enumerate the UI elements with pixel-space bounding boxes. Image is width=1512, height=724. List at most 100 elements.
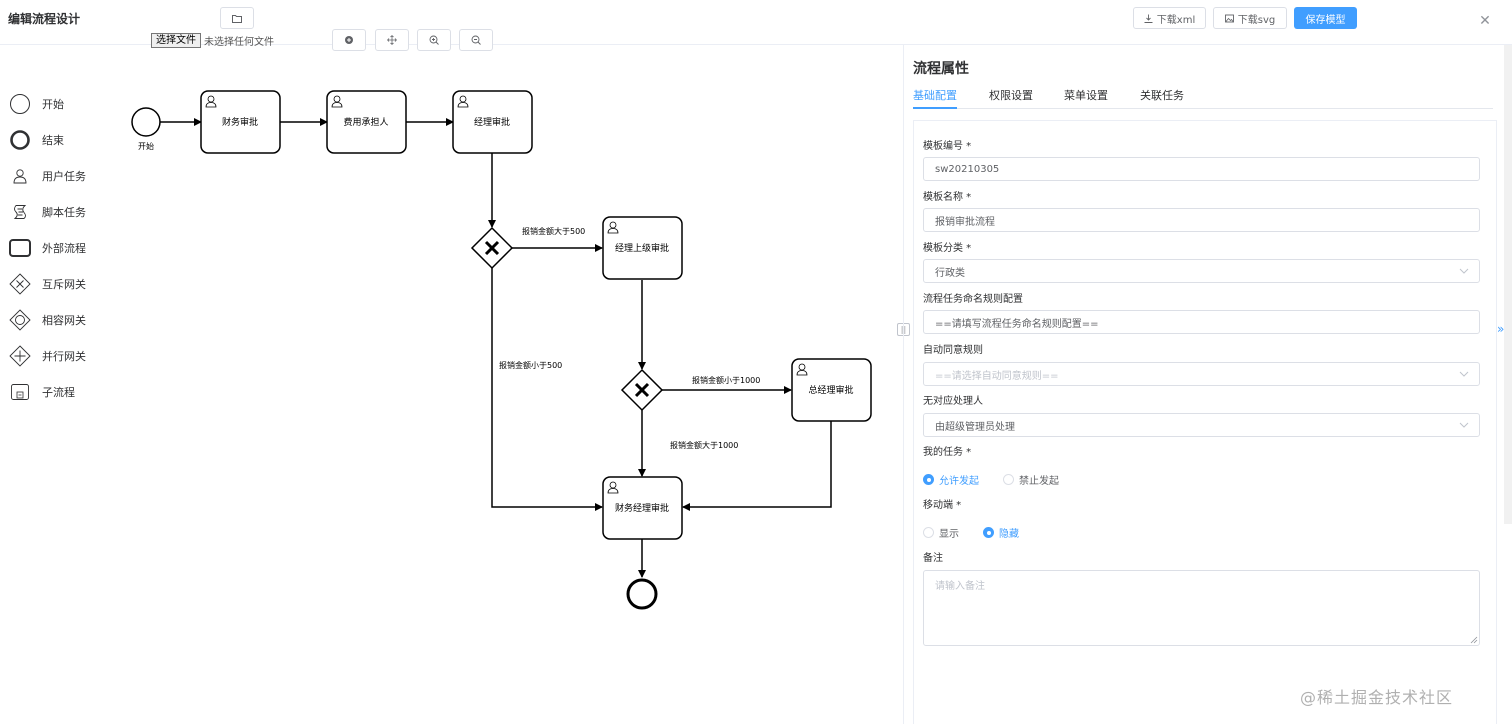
task-gm-approval[interactable]: 总经理审批: [791, 358, 872, 422]
download-xml-button[interactable]: 下载xml: [1133, 7, 1206, 29]
folder-icon: [232, 14, 242, 23]
file-chooser[interactable]: 选择文件 未选择任何文件: [151, 32, 274, 48]
tab-menu[interactable]: 菜单设置: [1064, 89, 1108, 102]
remark-textarea[interactable]: 请输入备注: [923, 570, 1480, 646]
radio-forbid-start[interactable]: 禁止发起: [1003, 472, 1059, 487]
textarea-placeholder: 请输入备注: [935, 581, 985, 592]
top-toolbar: 编辑流程设计 选择文件 未选择任何文件 下载xml 下载svg 保存模型: [0, 0, 1512, 51]
my-task-label: 我的任务 *: [923, 447, 972, 458]
tab-permission[interactable]: 权限设置: [989, 89, 1033, 102]
input-value: 报销审批流程: [935, 216, 995, 228]
resize-grip-icon[interactable]: [1470, 636, 1478, 644]
template-code-label: 模板编号 *: [923, 141, 972, 152]
task-finance-approval[interactable]: 财务审批: [200, 90, 281, 154]
palette-label: 相容网关: [42, 314, 86, 327]
my-task-radio-group: 允许发起 禁止发起: [923, 472, 1083, 487]
template-code-input[interactable]: sw20210305: [923, 157, 1480, 181]
task-label: 总经理审批: [808, 384, 853, 396]
template-name-label: 模板名称 *: [923, 192, 972, 203]
close-icon[interactable]: ✕: [1479, 13, 1491, 29]
flow-gateway1-finance-manager[interactable]: [491, 268, 603, 511]
template-name-input[interactable]: 报销审批流程: [923, 208, 1480, 232]
naming-rule-input[interactable]: ==请填写流程任务命名规则配置==: [923, 310, 1480, 334]
palette-item-start[interactable]: 开始: [8, 92, 64, 116]
palette-label: 结束: [42, 134, 64, 147]
panel-tabs: 基础配置 权限设置 菜单设置 关联任务: [913, 85, 1493, 109]
zoom-in-icon: [429, 35, 439, 45]
tab-linked-task[interactable]: 关联任务: [1140, 89, 1184, 102]
exclusive-gateway-1[interactable]: [470, 226, 514, 270]
palette-item-exclusive-gateway[interactable]: 互斥网关: [8, 272, 86, 296]
task-label: 经理上级审批: [615, 242, 669, 254]
radio-label: 隐藏: [999, 529, 1019, 540]
palette-item-end[interactable]: 结束: [8, 128, 64, 152]
radio-dot: [983, 527, 994, 538]
radio-dot: [1003, 474, 1014, 485]
inclusive-gateway-icon: [8, 308, 32, 332]
radio-allow-start[interactable]: 允许发起: [923, 472, 979, 487]
expand-chevron-icon[interactable]: »: [1497, 322, 1505, 336]
palette-label: 子流程: [42, 386, 75, 399]
radio-dot: [923, 474, 934, 485]
user-icon: [205, 95, 217, 108]
end-event[interactable]: [626, 578, 658, 610]
template-category-select[interactable]: 行政类: [923, 259, 1480, 283]
naming-rule-label: 流程任务命名规则配置: [923, 294, 1023, 305]
move-icon: [387, 35, 397, 45]
bpmn-diagram[interactable]: 开始 财务审批 费用承担人: [0, 45, 903, 724]
start-event-label: 开始: [138, 141, 154, 151]
remark-label: 备注: [923, 553, 943, 564]
palette-item-inclusive-gateway[interactable]: 相容网关: [8, 308, 86, 332]
tab-basic-config[interactable]: 基础配置: [913, 89, 957, 102]
radio-show[interactable]: 显示: [923, 525, 959, 540]
download-svg-button[interactable]: 下载svg: [1213, 7, 1287, 29]
palette-item-subprocess[interactable]: 子流程: [8, 380, 75, 404]
fit-view-button[interactable]: [375, 29, 409, 51]
template-category-label: 模板分类 *: [923, 243, 972, 254]
reset-circle-icon: [345, 36, 353, 44]
radio-hide[interactable]: 隐藏: [983, 525, 1019, 540]
start-event[interactable]: [131, 107, 161, 137]
open-file-button[interactable]: [220, 7, 254, 29]
palette-label: 外部流程: [42, 242, 86, 255]
save-model-button[interactable]: 保存模型: [1294, 7, 1357, 29]
zoom-reset-button[interactable]: [332, 29, 366, 51]
download-icon: [1144, 14, 1153, 23]
zoom-out-icon: [471, 35, 481, 45]
chevron-down-icon: [1459, 371, 1469, 377]
palette-item-user-task[interactable]: 用户任务: [8, 164, 86, 188]
watermark: @稀土掘金技术社区: [1300, 688, 1454, 707]
exclusive-gateway-2[interactable]: [620, 368, 664, 412]
palette-label: 开始: [42, 98, 64, 111]
task-manager-approval[interactable]: 经理审批: [452, 90, 533, 154]
mobile-radio-group: 显示 隐藏: [923, 525, 1043, 540]
radio-dot: [923, 527, 934, 538]
download-svg-label: 下载svg: [1237, 14, 1276, 26]
palette-item-script-task[interactable]: 脚本任务: [8, 200, 86, 224]
auto-agree-select[interactable]: ==请选择自动同意规则==: [923, 362, 1480, 386]
select-value: 由超级管理员处理: [935, 421, 1015, 433]
image-icon: [1224, 14, 1234, 22]
no-handler-select[interactable]: 由超级管理员处理: [923, 413, 1480, 437]
condition-label-gt1000: 报销金额大于1000: [670, 440, 738, 450]
task-senior-manager-approval[interactable]: 经理上级审批: [602, 216, 683, 280]
diagram-canvas[interactable]: 开始 财务审批 费用承担人: [0, 45, 903, 724]
zoom-in-button[interactable]: [417, 29, 451, 51]
task-finance-manager-approval[interactable]: 财务经理审批: [602, 476, 683, 540]
flow-gm-finance-manager[interactable]: [682, 421, 832, 511]
palette-label: 互斥网关: [42, 278, 86, 291]
palette-item-parallel-gateway[interactable]: 并行网关: [8, 344, 86, 368]
task-expense-handler[interactable]: 费用承担人: [326, 90, 407, 154]
palette-item-external-process[interactable]: 外部流程: [8, 236, 86, 260]
select-placeholder: ==请选择自动同意规则==: [935, 370, 1059, 382]
panel-scrollbar[interactable]: [1504, 45, 1512, 524]
user-icon: [607, 481, 619, 494]
zoom-out-button[interactable]: [459, 29, 493, 51]
user-icon: [457, 95, 469, 108]
choose-file-button[interactable]: 选择文件: [151, 32, 201, 48]
palette-label: 并行网关: [42, 350, 86, 363]
task-label: 财务经理审批: [615, 502, 669, 514]
condition-label-gt500: 报销金额大于500: [522, 226, 585, 236]
no-handler-label: 无对应处理人: [923, 396, 983, 407]
